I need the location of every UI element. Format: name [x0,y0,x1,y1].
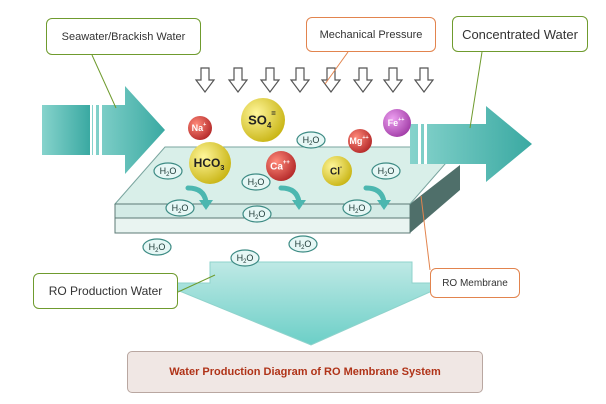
water-label: H2O [249,209,266,221]
water-molecule: H2O [153,162,183,180]
production-water-arrow [159,261,451,346]
ions-layer: Na+ SO4= Mg++ Fe++ HCO3 Ca++ Cl- [188,98,411,186]
flow-curve-arrow [185,185,213,210]
pressure-arrow-icon [382,67,404,93]
water-molecule: H2O [242,205,272,223]
water-molecule: H2O [241,173,271,191]
ion-hco3: HCO3 [189,142,231,184]
water-label: H2O [237,253,254,265]
pressure-arrow-icon [227,67,249,93]
production-leader [177,274,216,293]
pressure-arrow-icon [259,67,281,93]
pressure-arrow-icon [194,67,216,93]
pressure-arrow-icon [320,67,342,93]
water-label: H2O [149,242,166,254]
diagram-caption: Water Production Diagram of RO Membrane … [127,351,483,393]
water-label: H2O [378,166,395,178]
water-label: H2O [160,166,177,178]
ion-so4-sphere [241,98,285,142]
ion-ca-sphere [266,151,296,181]
ion-so4-label: SO4= [248,109,276,130]
production-callout: RO Production Water [33,273,178,309]
ion-hco3-label: HCO3 [194,156,225,172]
ion-so4: SO4= [241,98,285,142]
water-molecule: H2O [342,199,372,217]
feed-leader [91,54,117,109]
water-molecule: H2O [288,235,318,253]
water-molecule: H2O [230,249,260,267]
water-molecule: H2O [165,199,195,217]
flow-curve-arrow [278,185,306,210]
ion-cl-sphere [322,156,352,186]
water-label: H2O [172,203,189,215]
water-label: H2O [303,135,320,147]
production-label: RO Production Water [48,284,163,298]
membrane-callout: RO Membrane [430,268,520,298]
membrane-leader [420,195,431,271]
ion-fe-sphere [383,109,411,137]
water-molecule: H2O [371,162,401,180]
ion-na-sphere [188,116,212,140]
ion-na-label: Na+ [192,122,207,133]
ion-mg: Mg++ [348,129,372,153]
ion-cl-label: Cl- [330,165,342,178]
feed-label: Seawater/Brackish Water [61,30,186,43]
water-molecule: H2O [296,131,326,149]
ion-cl: Cl- [322,156,352,186]
water-molecules-layer: H2O H2O H2O H2O H2O H2O H2O H2O H2O H2O [142,131,401,267]
water-molecule: H2O [142,238,172,256]
water-label: H2O [248,177,265,189]
flow-curve-arrow [363,185,391,210]
ion-mg-sphere [348,129,372,153]
concentrate-callout: Concentrated Water [452,16,588,52]
ion-na: Na+ [188,116,212,140]
caption-text: Water Production Diagram of RO Membrane … [169,366,441,378]
concentrate-arrow [410,106,532,182]
pressure-callout: Mechanical Pressure [306,17,436,52]
pressure-leader [324,51,349,85]
pressure-arrows [194,67,435,93]
ion-fe: Fe++ [383,109,411,137]
water-label: H2O [295,239,312,251]
ion-hco3-sphere [189,142,231,184]
ion-fe-label: Fe++ [388,117,405,128]
leader-lines [91,51,483,293]
membrane-label: RO Membrane [442,277,508,289]
pressure-arrow-icon [352,67,374,93]
flow-arrows [185,185,391,210]
ion-mg-label: Mg++ [349,135,368,146]
concentrate-leader [469,51,483,129]
feed-callout: Seawater/Brackish Water [46,18,201,55]
pressure-arrow-icon [289,67,311,93]
ion-ca-label: Ca++ [270,160,290,173]
water-label: H2O [349,203,366,215]
feed-arrow [42,86,165,174]
ion-ca: Ca++ [266,151,296,181]
pressure-label: Mechanical Pressure [319,28,423,41]
concentrate-label: Concentrated Water [462,26,578,42]
pressure-arrow-icon [413,67,435,93]
